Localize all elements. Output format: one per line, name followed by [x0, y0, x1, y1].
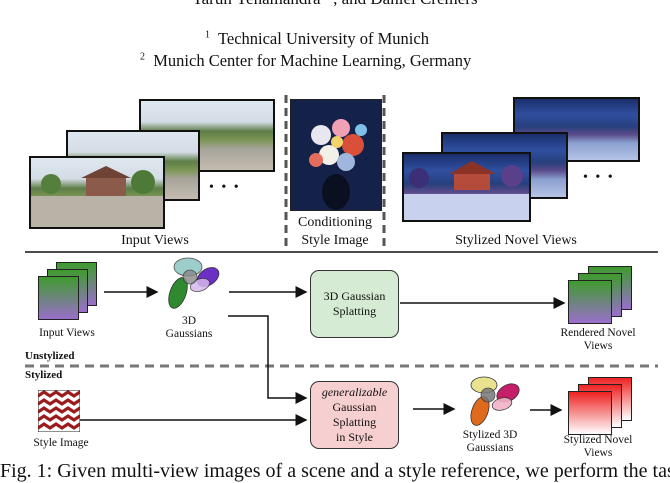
rendered-label-1: Rendered Novel — [560, 327, 636, 339]
gen-line-2: Gaussian Splatting — [332, 400, 377, 429]
input-view-photo-1 — [29, 156, 165, 229]
affiliation-1: 1 Technical University of Munich — [205, 29, 429, 48]
gaussians-label-2: Gaussians — [165, 328, 213, 340]
splatting-line-2: Splatting — [332, 304, 377, 318]
figure-caption: Fig. 1: Given multi-view images of a sce… — [0, 460, 670, 482]
stylized-views-label: Stylized Novel Views — [455, 233, 577, 248]
input-views-label: Input Views — [121, 233, 189, 248]
gaussian-splatting-box: 3D Gaussian Splatting — [310, 270, 399, 338]
gen-line-1: generalizable — [321, 385, 388, 399]
input-views-ellipsis: • • • — [209, 180, 241, 195]
input-views-stack — [38, 262, 100, 322]
stylized-views-ellipsis: • • • — [583, 170, 615, 185]
gen-line-3: in Style — [335, 430, 373, 444]
style-image-pattern — [38, 390, 80, 432]
gaussians-label-1: 3D — [181, 315, 197, 327]
author-name: Tarun Yenamandra — [192, 0, 320, 8]
stylized-gaussians-label-2: Gaussians — [466, 442, 514, 454]
stylized-view-photo-1 — [402, 152, 531, 222]
flow-input-views-label: Input Views — [39, 327, 95, 339]
affiliation-2: 2 Munich Center for Machine Learning, Ge… — [140, 51, 472, 70]
splatting-line-1: 3D Gaussian — [323, 289, 386, 303]
author-line: Tarun Yenamandra1,2, and Daniel Cremers — [192, 0, 477, 9]
gaussians-icon — [168, 257, 220, 309]
stylized-gaussians-icon — [470, 376, 520, 426]
stylized-views-stack — [568, 377, 634, 437]
stylized-views-label-2: Views — [583, 447, 613, 459]
conditioning-label-1: Conditioning — [298, 215, 372, 230]
stylized-gaussians-label-1: Stylized 3D — [462, 429, 518, 441]
unstylized-label: Unstylized — [25, 350, 75, 362]
rendered-label-2: Views — [583, 340, 613, 352]
style-image-label: Style Image — [33, 437, 89, 449]
gen-splatting-box: generalizable Gaussian Splatting in Styl… — [310, 381, 399, 449]
style-painting — [290, 99, 382, 211]
conditioning-label-2: Style Image — [301, 233, 369, 248]
stylized-views-label-1: Stylized Novel — [563, 434, 633, 446]
stylized-label: Stylized — [25, 369, 63, 381]
author-rest: , and Daniel Cremers — [333, 0, 477, 8]
rendered-views-stack — [568, 266, 634, 326]
